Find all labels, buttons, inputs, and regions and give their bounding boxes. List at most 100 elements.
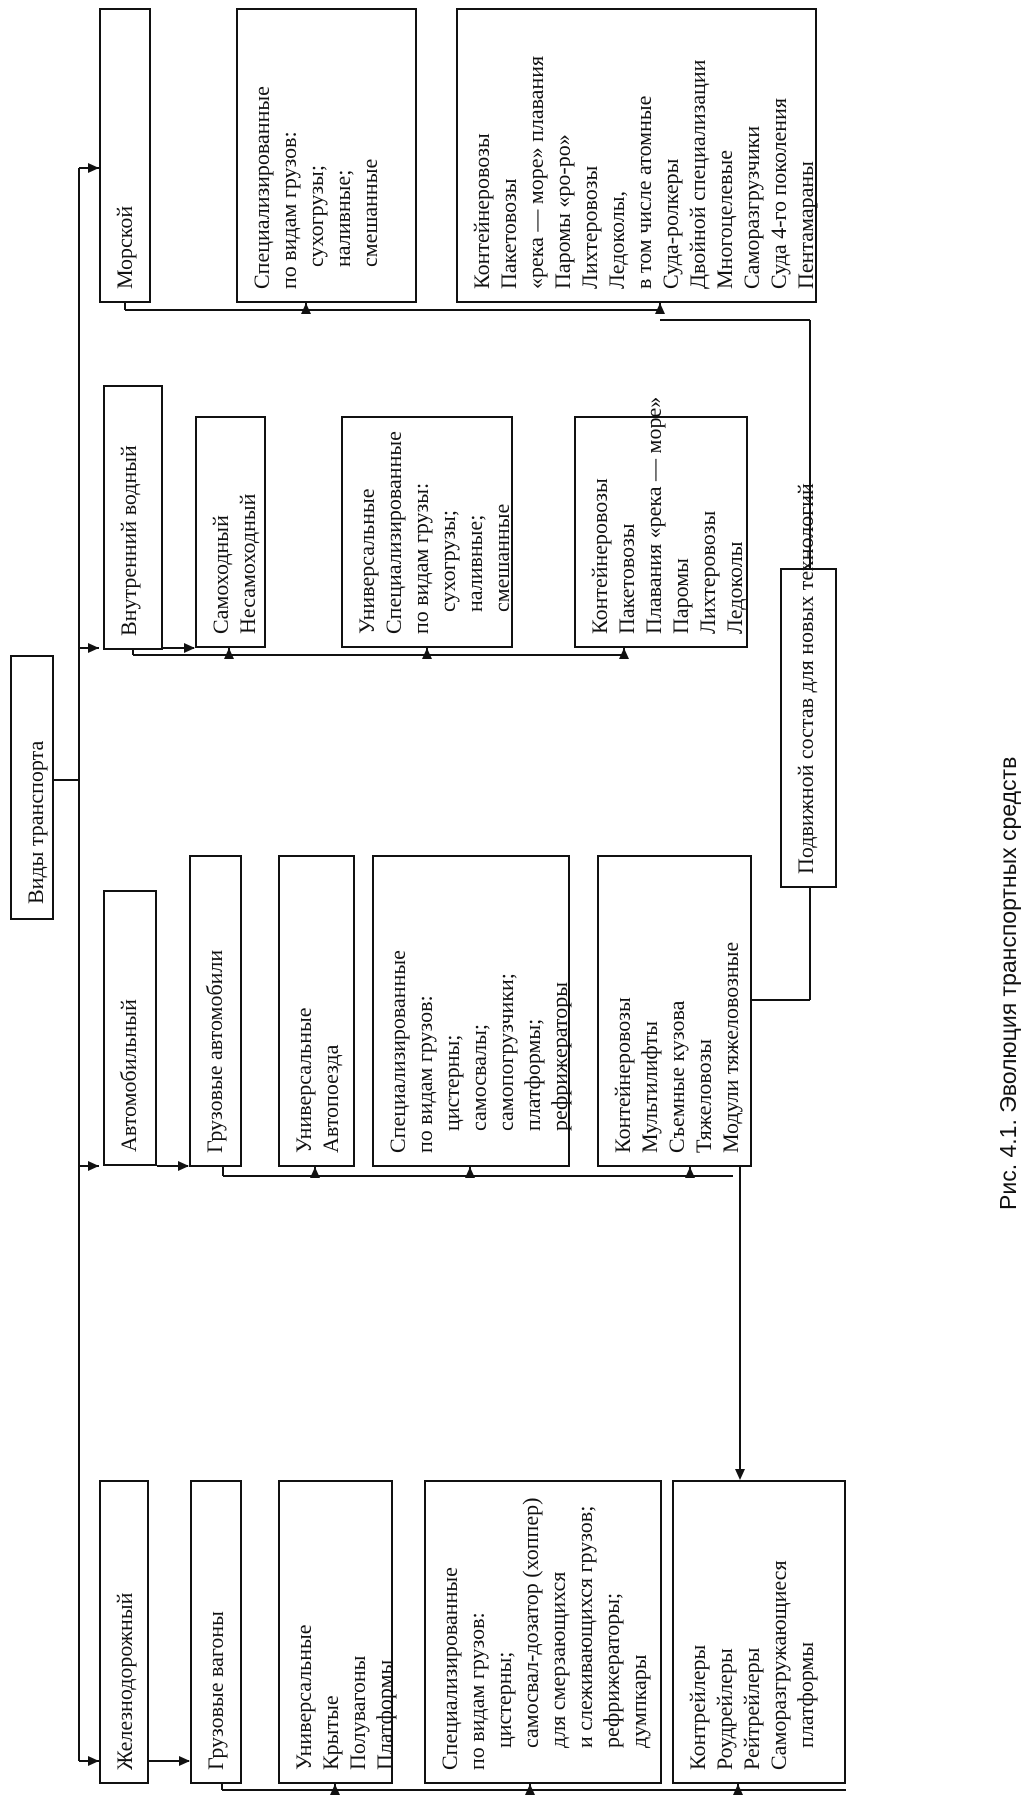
mode-rail: Железнодорожный (99, 1480, 149, 1784)
sea-new-line: Лихтеровозы (577, 165, 602, 289)
sea-new-line: Суда-ролкеры (658, 158, 683, 289)
bus-to-rail-arrowhead (88, 1756, 99, 1766)
new-tech-box: Подвижной состав для новых технологий (780, 483, 837, 888)
sea-new-line: в том числе атомные (631, 95, 656, 289)
rail-specialized-arrowhead (525, 1784, 535, 1795)
auto-trucks: Грузовые автомобили (189, 855, 242, 1167)
new-tech-box-line: Подвижной состав для новых технологий (793, 483, 818, 874)
sea-new-line: Саморазгрузчики (739, 125, 764, 289)
auto-to-trucks-arrowhead (178, 1161, 189, 1171)
figure-caption: Рис. 4.1. Эволюция транспортных средств (995, 756, 1021, 1210)
rail-specialized-line: и слеживающихся грузов; (572, 1505, 597, 1770)
sea-new-line: Пентамараны (793, 161, 818, 289)
mode-inland-line: Внутренний водный (116, 445, 141, 636)
rail-new-line: Роудрейлеры (712, 1648, 737, 1770)
auto-specialized-line: самопогрузчики; (493, 973, 518, 1153)
sea-specialized-line: смешанные (357, 158, 382, 289)
new-tech-rail-arrowhead (735, 1469, 745, 1480)
inland-new-arrowhead (619, 648, 629, 659)
rail-wagons-line: Грузовые вагоны (203, 1611, 228, 1770)
inland-specialized-line: Специализированные (381, 431, 406, 634)
bus-to-auto-arrowhead (88, 1161, 99, 1171)
mode-auto-line: Автомобильный (116, 999, 141, 1152)
auto-new-line: Контейнеровозы (610, 997, 635, 1153)
sea-new-line: Ледоколы, (604, 191, 629, 289)
auto-new-line: Модули тяжеловозные (718, 941, 743, 1153)
rail-universal-line: Полувагоны (345, 1655, 370, 1770)
auto-universal-line: Универсальные (291, 1007, 316, 1153)
auto-specialized-line: по видам грузов: (412, 995, 437, 1153)
sea-specialized-line: сухогрузы; (303, 165, 328, 289)
inland-specialized-line: Универсальные (354, 488, 379, 634)
rail-new-line: Рейтрейлеры (739, 1647, 764, 1770)
sea-new-line: Двойной специализации (685, 59, 710, 289)
inland-new-line: Контейнеровозы (587, 478, 612, 634)
auto-universal-arrowhead (310, 1167, 320, 1178)
rail-specialized-line: для смерзающихся (545, 1571, 570, 1770)
sea-specialized-arrowhead (301, 303, 311, 314)
inland-to-types-arrowhead (184, 643, 195, 653)
sea-new-line: Паромы «ро-ро» (550, 134, 575, 289)
auto-trucks-line: Грузовые автомобили (202, 949, 227, 1153)
sea-specialized-line: по видам грузов: (276, 131, 301, 289)
rail-new-arrowhead (733, 1784, 743, 1795)
auto-new-line: Тяжеловозы (691, 1038, 716, 1153)
inland-types-line: Несамоходный (235, 493, 260, 634)
auto-new-line: Съемные кузова (664, 1000, 689, 1153)
inland-specialized-line: сухогрузы; (435, 510, 460, 634)
mode-auto: Автомобильный (103, 890, 157, 1166)
inland-new-line: Плавания «река — море» (641, 396, 666, 634)
rail-new-line: платформы (793, 1641, 818, 1770)
sea-new-line: Многоцелевые (712, 149, 737, 289)
bus-to-sea-arrowhead (88, 163, 99, 173)
rail-specialized-line: по видам грузов: (464, 1612, 489, 1770)
auto-specialized-line: самосвалы; (466, 1024, 491, 1153)
inland-new-line: Ледоколы (722, 541, 747, 634)
rail-specialized-line: самосвал-дозатор (хоппер) (518, 1497, 543, 1770)
inland-new-line: Паромы (668, 558, 693, 634)
auto-universal-line: Автопоезда (318, 1044, 343, 1153)
inland-specialized-line: наливные; (462, 514, 487, 634)
sea-new-line: «река — море» плавания (523, 55, 548, 289)
rail-specialized-line: рефрижераторы; (599, 1592, 624, 1770)
auto-new-arrowhead (685, 1167, 695, 1178)
mode-rail-line: Железнодорожный (112, 1592, 137, 1770)
sea-new-line: Суда 4-го поколения (766, 98, 791, 289)
sea-new-line: Контейнеровозы (469, 133, 494, 289)
sea-specialized-line: Специализированные (249, 86, 274, 289)
auto-specialized-line: цистерны; (439, 1034, 464, 1153)
mode-inland: Внутренний водный (103, 385, 163, 650)
auto-specialized-line: Специализированные (385, 950, 410, 1153)
rail-to-wagons-arrowhead (179, 1756, 190, 1766)
rail-new-line: Саморазгружающиеся (766, 1560, 791, 1770)
rail-universal-arrowhead (330, 1784, 340, 1795)
rail-new-line: Контрейлеры (685, 1644, 710, 1770)
sea-new-line: Пакетовозы (496, 178, 521, 289)
rail-specialized-line: думпкары (626, 1654, 651, 1770)
rail-wagons: Грузовые вагоны (190, 1480, 242, 1784)
sea-new-arrowhead (655, 303, 665, 314)
mode-sea: Морской (99, 8, 151, 303)
inland-types-arrowhead (224, 648, 234, 659)
auto-specialized-arrowhead (465, 1167, 475, 1178)
rail-universal-line: Универсальные (291, 1624, 316, 1770)
mode-sea-line: Морской (112, 205, 137, 289)
inland-new-line: Пакетовозы (614, 523, 639, 634)
rail-specialized-line: Специализированные (437, 1567, 462, 1770)
inland-specialized-line: по видам грузы: (408, 482, 433, 634)
root-box: Виды транспорта (10, 655, 54, 920)
rail-universal-line: Крытые (318, 1695, 343, 1770)
